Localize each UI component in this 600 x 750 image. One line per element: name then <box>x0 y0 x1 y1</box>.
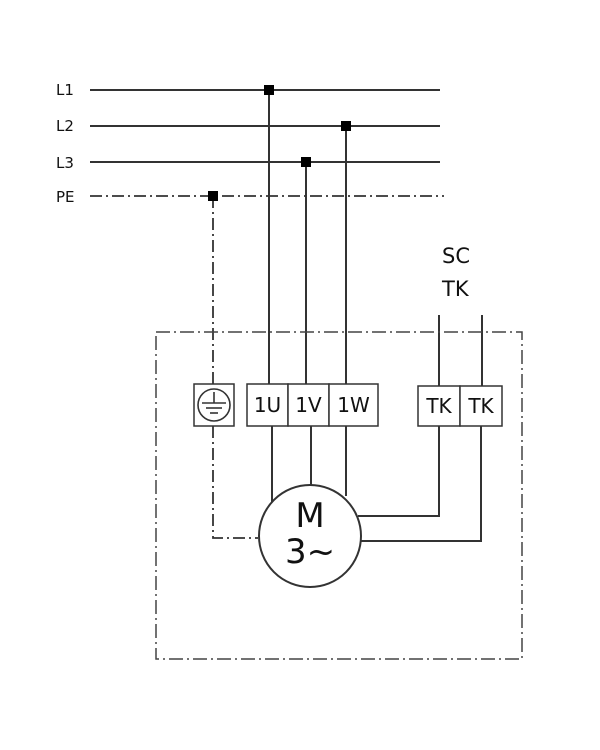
wire-tk2-motor <box>360 426 482 542</box>
terminal-1u-label: 1U <box>254 393 281 417</box>
junction-l3 <box>301 157 311 167</box>
wire-tk1-motor <box>358 426 440 517</box>
line-label-l3: L3 <box>56 154 74 172</box>
terminal-1w: 1W <box>328 383 379 427</box>
line-label-pe: PE <box>56 188 75 206</box>
junction-l1 <box>264 85 274 95</box>
motor-enclosure <box>155 331 523 660</box>
terminal-1u: 1U <box>246 383 289 427</box>
ground-icon <box>197 388 231 422</box>
motor-symbol: M 3~ <box>258 484 362 588</box>
junction-pe <box>208 191 218 201</box>
motor-phase-label: 3~ <box>285 532 335 572</box>
terminal-tk-1-label: TK <box>425 394 452 418</box>
line-label-l2: L2 <box>56 117 74 135</box>
line-label-l1: L1 <box>56 81 74 99</box>
motor-label: M <box>295 496 324 536</box>
sensor-label-tk: TK <box>441 277 470 301</box>
terminal-1v-label: 1V <box>295 393 322 417</box>
terminal-1w-label: 1W <box>337 393 370 417</box>
terminal-1v: 1V <box>287 383 330 427</box>
terminal-tk-2: TK <box>459 385 503 427</box>
ground-terminal <box>193 383 235 427</box>
sensor-label-sc: SC <box>442 244 470 268</box>
wire-pe-motor <box>212 426 258 539</box>
junction-l2 <box>341 121 351 131</box>
terminal-tk-2-label: TK <box>467 394 494 418</box>
terminal-tk-1: TK <box>417 385 461 427</box>
